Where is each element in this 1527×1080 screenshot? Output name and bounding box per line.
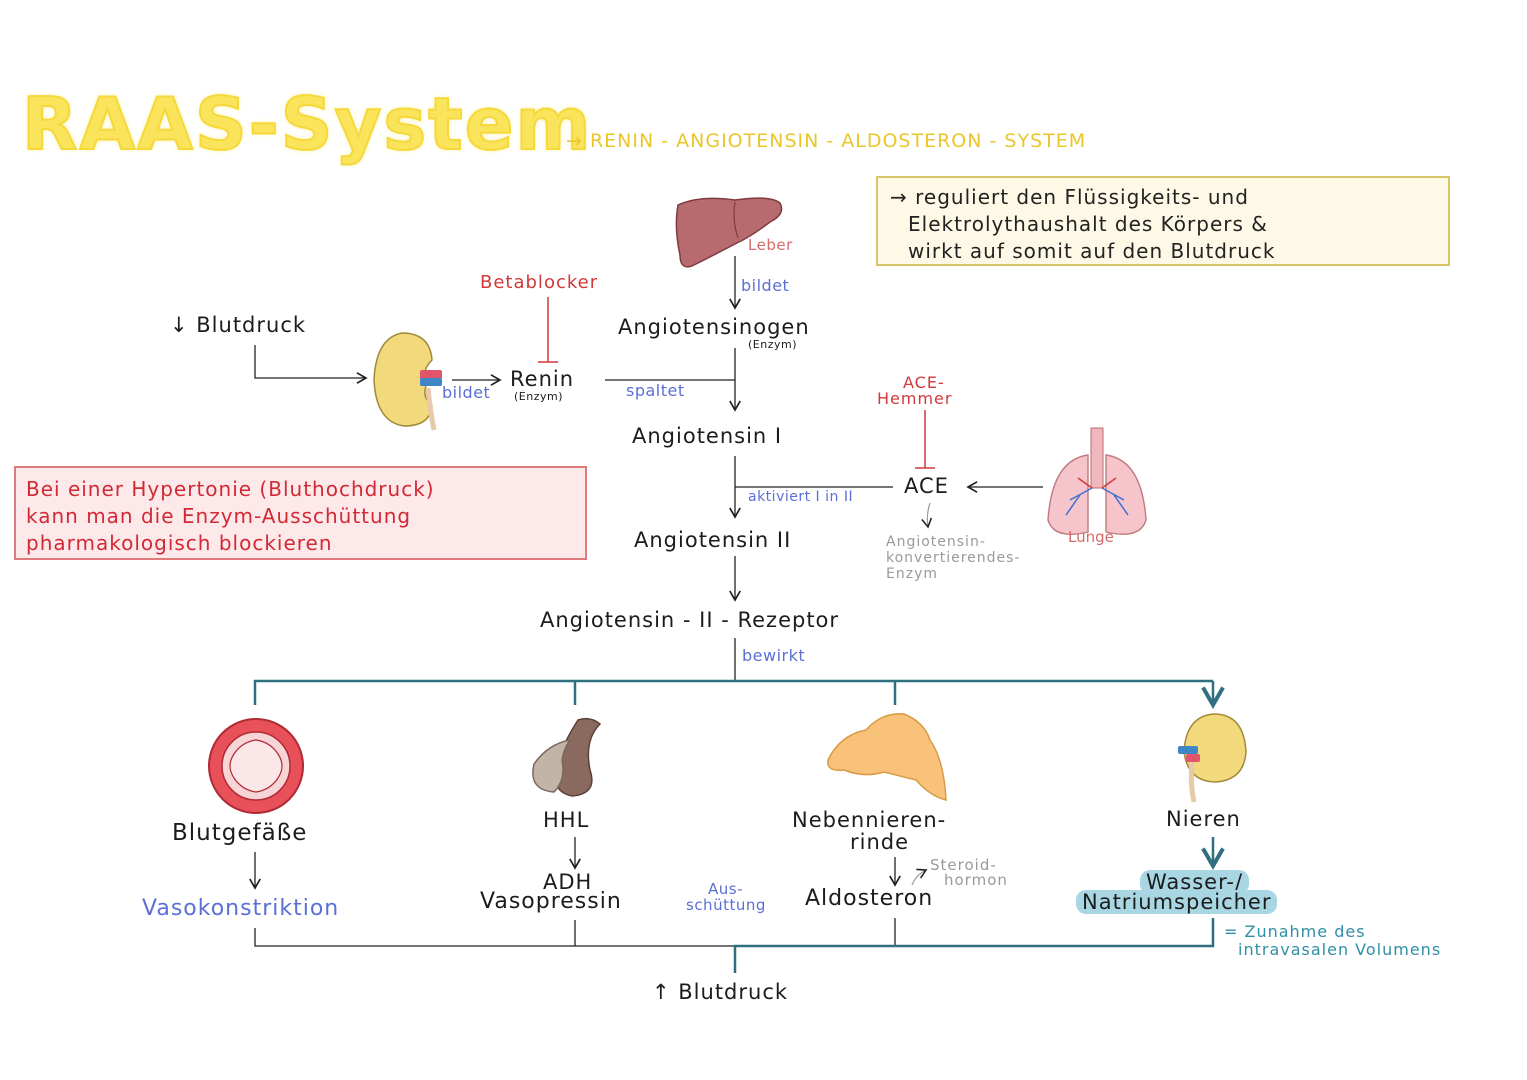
nebennieren-label-1: Nebennieren- — [792, 808, 947, 832]
hypertension-box: Bei einer Hypertonie (Bluthochdruck) kan… — [14, 466, 587, 560]
adh-label: ADH — [543, 870, 593, 894]
ace-hemmer-label-2: Hemmer — [877, 389, 953, 408]
kidney-icon-right — [1178, 713, 1247, 803]
angiotensin-2-label: Angiotensin II — [634, 528, 792, 552]
kidney-icon — [373, 332, 442, 431]
ace-full-label-1: Angiotensin- — [886, 534, 986, 550]
page-title: RAAS-System — [21, 81, 593, 167]
renin-enzym-label: (Enzym) — [514, 390, 564, 403]
teal-branch-bar — [253, 679, 1213, 705]
liver-icon — [675, 197, 783, 268]
arrow-steroid — [911, 868, 928, 886]
bildet-label-1: bildet — [741, 276, 790, 295]
speicher-label-2: Natriumspeicher — [1076, 890, 1278, 914]
nebennieren-label-2: rinde — [850, 830, 910, 854]
ausschuettung-label-2: schüttung — [686, 896, 766, 914]
angiotensinogen-enzym-label: (Enzym) — [748, 338, 798, 351]
angiotensinogen-label: Angiotensinogen — [618, 315, 810, 339]
aktiviert-label: aktiviert I in II — [748, 489, 854, 505]
blutdruck-low-label: ↓ Blutdruck — [170, 313, 307, 337]
warn-line-1: Bei einer Hypertonie (Bluthochdruck) — [26, 477, 435, 501]
blutgefaesse-label: Blutgefäße — [172, 820, 308, 846]
rezeptor-label: Angiotensin - II - Rezeptor — [540, 608, 840, 632]
bewirkt-label: bewirkt — [742, 646, 806, 665]
warn-line-2: kann man die Enzym-Ausschüttung — [26, 504, 412, 528]
ausschuettung-label-1: Aus- — [708, 880, 743, 898]
warn-line-3: pharmakologisch blockieren — [26, 531, 333, 555]
leber-label: Leber — [748, 236, 793, 254]
zunahme-label-1: = Zunahme des — [1224, 922, 1366, 941]
blood-vessel-icon — [208, 718, 304, 814]
vasokonstriktion-label: Vasokonstriktion — [142, 896, 340, 921]
bottom-collect-black — [254, 918, 896, 947]
vasopressin-label: Vasopressin — [480, 889, 622, 914]
steroid-label-1: Steroid- — [930, 856, 997, 874]
betablocker-label: Betablocker — [480, 272, 599, 293]
bottom-collect-teal — [733, 918, 1215, 973]
info-line-1: → reguliert den Flüssigkeits- und — [890, 185, 1249, 209]
blutdruck-high-label: ↑ Blutdruck — [652, 980, 789, 1004]
page-subtitle: → RENIN - ANGIOTENSIN - ALDOSTERON - SYS… — [566, 130, 1087, 152]
info-line-3: wirkt auf somit auf den Blutdruck — [908, 239, 1276, 263]
lung-icon — [1047, 427, 1147, 535]
arrow-blutdruck-kidney — [254, 345, 368, 384]
ace-full-label-2: konvertierendes- — [886, 550, 1021, 566]
arrow-ace-explanation — [921, 502, 933, 529]
ace-hemmer-label-1: ACE- — [903, 373, 945, 392]
renin-label: Renin — [510, 367, 575, 391]
ace-full-label-3: Enzym — [886, 566, 938, 582]
zunahme-label-2: intravasalen Volumens — [1238, 940, 1442, 959]
nieren-label: Nieren — [1166, 807, 1241, 831]
speicher-text-2: Natriumspeicher — [1076, 890, 1278, 914]
lunge-label: Lunge — [1068, 528, 1114, 546]
adrenal-icon — [827, 713, 947, 801]
steroid-label-2: hormon — [944, 871, 1008, 889]
angiotensin-1-label: Angiotensin I — [632, 424, 783, 448]
pituitary-icon — [532, 717, 602, 797]
aldosteron-label: Aldosteron — [805, 886, 934, 911]
info-line-2: Elektrolythaushalt des Körpers & — [908, 212, 1268, 236]
hhl-label: HHL — [543, 808, 590, 832]
bildet-label-2: bildet — [442, 383, 491, 402]
info-box: → reguliert den Flüssigkeits- und Elektr… — [876, 176, 1450, 266]
spaltet-label: spaltet — [626, 381, 685, 400]
ace-label: ACE — [904, 474, 949, 498]
